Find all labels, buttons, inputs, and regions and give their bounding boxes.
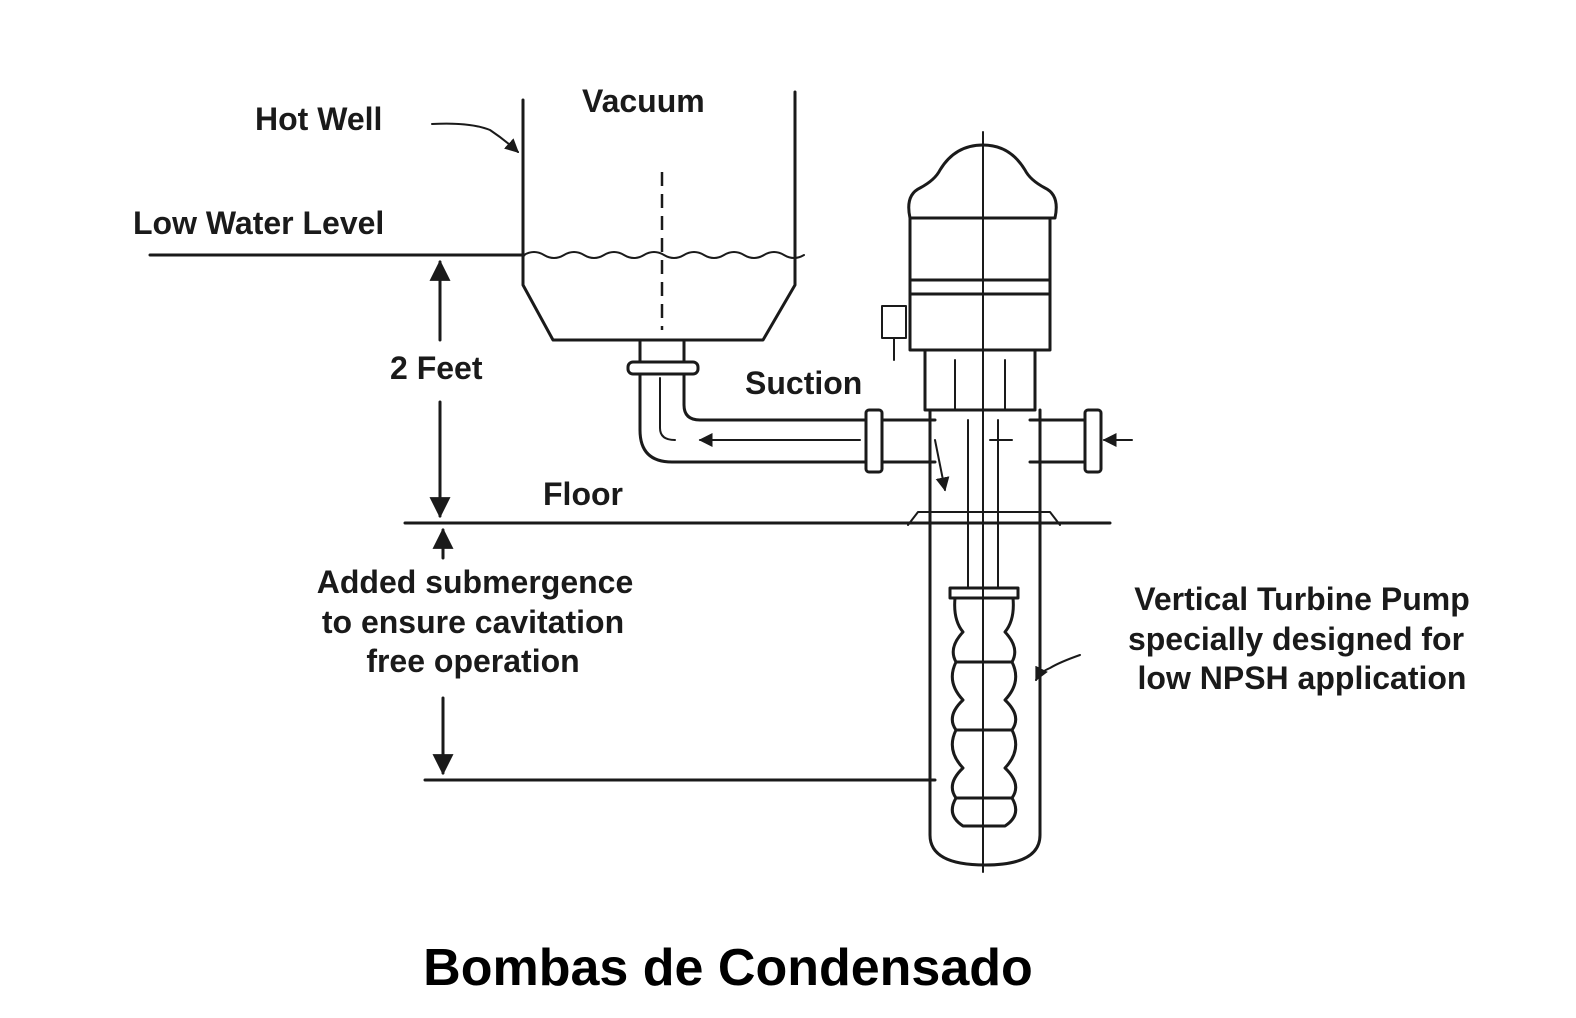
vacuum-label: Vacuum [582,83,705,119]
suction-label: Suction [745,365,862,401]
hot-well-label: Hot Well [255,101,382,137]
suction-pipe [638,372,884,474]
discharge-flange [1083,408,1103,474]
suction-flange [864,408,884,474]
tank-outlet-flange [626,360,700,376]
hot-well-leader [431,122,520,153]
pump-nozzles [880,408,1133,492]
submergence-label-line-1: Added submergence [317,564,634,600]
hot-well-tank [521,90,805,376]
tank-outlet-nozzle [638,338,686,364]
submergence-label-line-2: to ensure cavitation [322,604,624,640]
pump-description-line-3: low NPSH application [1138,660,1467,696]
submergence-label-line-3: free operation [366,643,579,679]
diagram-title: Bombas de Condensado [423,939,1033,997]
low-water-level-label: Low Water Level [133,205,384,241]
pump-leader [1035,654,1081,682]
pump-description-line-1: Vertical Turbine Pump [1134,581,1469,617]
discharge-head [923,348,1037,412]
pump-motor [881,143,1058,412]
floor-label: Floor [543,476,623,512]
junction-box [881,305,907,339]
water-surface [523,251,805,259]
pump-description-line-2: specially designed for [1128,621,1464,657]
two-feet-label: 2 Feet [390,350,483,386]
